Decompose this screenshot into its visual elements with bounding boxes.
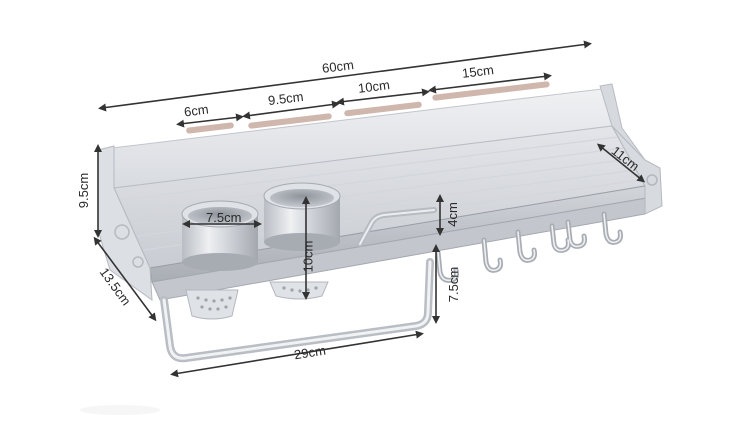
total-width-label: 60cm: [321, 57, 355, 76]
rail-height-label: 4cm: [444, 202, 460, 227]
dim-line-shelf-depth: [93, 236, 157, 322]
dim-line-slot-c: [336, 88, 430, 106]
slot-c-label: 10cm: [357, 77, 391, 96]
cup-diameter-label: 7.5cm: [206, 210, 242, 225]
dim-line-slot-d: [428, 72, 552, 94]
dim-line-slot-b: [242, 100, 340, 120]
side-height-label: 9.5cm: [76, 172, 92, 209]
dim-line-slot-a: [176, 113, 244, 128]
slot-d-label: 15cm: [461, 62, 495, 81]
hooks: [435, 211, 623, 283]
cup-height-label: 10cm: [300, 240, 316, 273]
dim-line-total-width: [98, 40, 592, 112]
dim-line-end-depth: [596, 143, 646, 183]
hook-drop-label: 7.5cm: [446, 266, 462, 303]
dim-line-bar-length: [170, 330, 424, 378]
cup-bottoms: [185, 281, 329, 320]
slot-a-label: 6cm: [183, 101, 210, 120]
dimension-lines: [93, 40, 646, 378]
